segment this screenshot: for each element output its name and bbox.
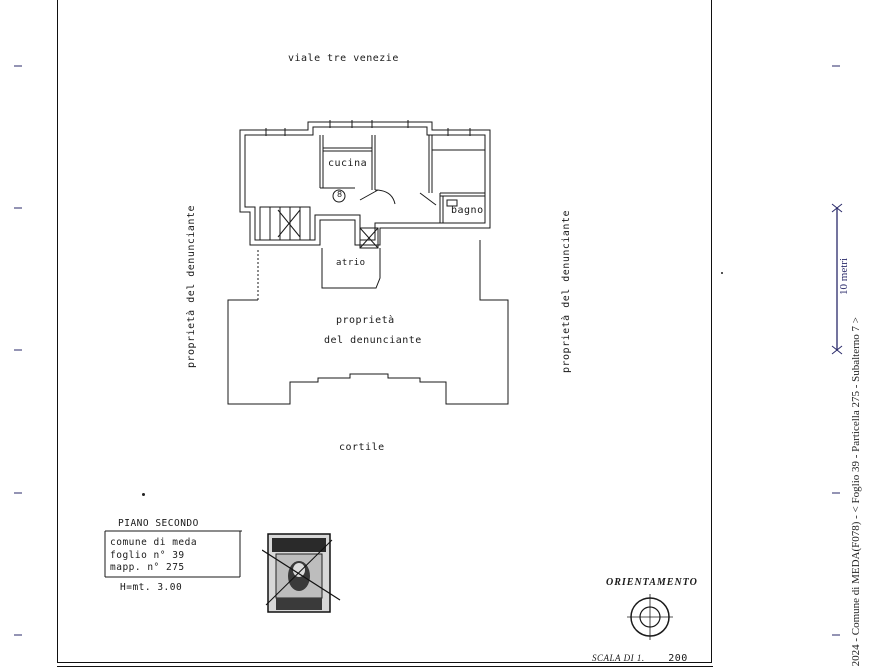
scale-value: 200 bbox=[668, 653, 688, 664]
left-margin-ticks bbox=[14, 65, 22, 636]
scale-prefix: SCALA DI 1. bbox=[592, 653, 645, 663]
ownership-right-text: proprietà del denunciante bbox=[561, 210, 572, 374]
tax-stamp bbox=[262, 533, 341, 613]
ownership-center-line1: proprietà bbox=[336, 315, 395, 326]
title-block-frame bbox=[104, 530, 242, 578]
orientation-label: ORIENTAMENTO bbox=[606, 577, 698, 588]
room-label-bath: bagno bbox=[451, 205, 484, 216]
room-label-atrium: atrio bbox=[336, 258, 366, 268]
floor-title: PIANO SECONDO bbox=[118, 518, 199, 529]
bottom-rule bbox=[57, 666, 713, 667]
drawing-frame bbox=[57, 0, 712, 663]
ownership-left-text: proprietà del denunciante bbox=[186, 205, 197, 369]
ownership-center-line2: del denunciante bbox=[324, 335, 422, 346]
scale-bar bbox=[831, 65, 843, 636]
ownership-right: proprietà del denunciante bbox=[558, 210, 578, 380]
room-label-kitchen: cucina bbox=[328, 158, 368, 169]
ownership-left: proprietà del denunciante bbox=[183, 205, 203, 375]
street-label: viale tre venezie bbox=[288, 53, 399, 64]
compass-icon bbox=[627, 594, 673, 640]
mappale-text: mapp. n° 275 bbox=[110, 562, 185, 573]
height-text: H=mt. 3.00 bbox=[120, 582, 183, 593]
comune-text: comune di meda bbox=[110, 537, 198, 548]
scale-note: SCALA DI 1. 200 bbox=[592, 646, 688, 665]
courtyard-label: cortile bbox=[339, 442, 385, 453]
scan-dot bbox=[721, 272, 723, 274]
scan-dot bbox=[142, 493, 145, 496]
unit-marker: 8 bbox=[336, 190, 343, 199]
foglio-text: foglio n° 39 bbox=[110, 550, 185, 561]
